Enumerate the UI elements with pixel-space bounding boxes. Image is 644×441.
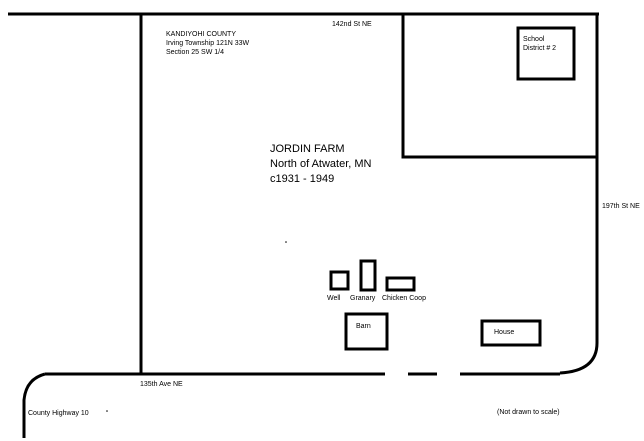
- well-building: [329, 270, 350, 291]
- map-subtitle-dates: c1931 - 1949: [270, 173, 335, 185]
- section-info: Section 25 SW 1/4: [166, 49, 224, 56]
- map-dot: [106, 410, 108, 412]
- school-building: [516, 26, 576, 81]
- well-label: Well: [327, 295, 341, 302]
- barn-building: [344, 312, 389, 351]
- map-dot: [285, 241, 287, 243]
- road-label-197th-st: 197th St NE: [602, 203, 640, 210]
- map-title: JORDIN FARM: [270, 143, 345, 155]
- road-label-135th-ave: 135th Ave NE: [140, 381, 183, 388]
- road-label-142nd-st: 142nd St NE: [332, 21, 372, 28]
- house-building: [480, 319, 542, 347]
- chicken-coop-building: [385, 276, 416, 292]
- barn-label: Barn: [356, 323, 371, 330]
- school-parcel-boundary: [401, 14, 597, 159]
- township-info: Irving Township 121N 33W: [166, 40, 250, 47]
- chicken-coop-label: Chicken Coop: [382, 295, 426, 302]
- county-highway-curve: [22, 372, 46, 438]
- county-name: KANDIYOHI COUNTY: [166, 31, 237, 38]
- house-label: House: [494, 329, 515, 336]
- map-subtitle-location: North of Atwater, MN: [270, 158, 372, 170]
- school-label: School District # 2: [523, 36, 557, 52]
- granary-building: [359, 259, 377, 292]
- scale-note: (Not drawn to scale): [497, 409, 560, 416]
- road-corner-curve: [559, 342, 599, 375]
- road-label-county-highway: County Highway 10: [28, 410, 89, 417]
- granary-label: Granary: [350, 295, 376, 302]
